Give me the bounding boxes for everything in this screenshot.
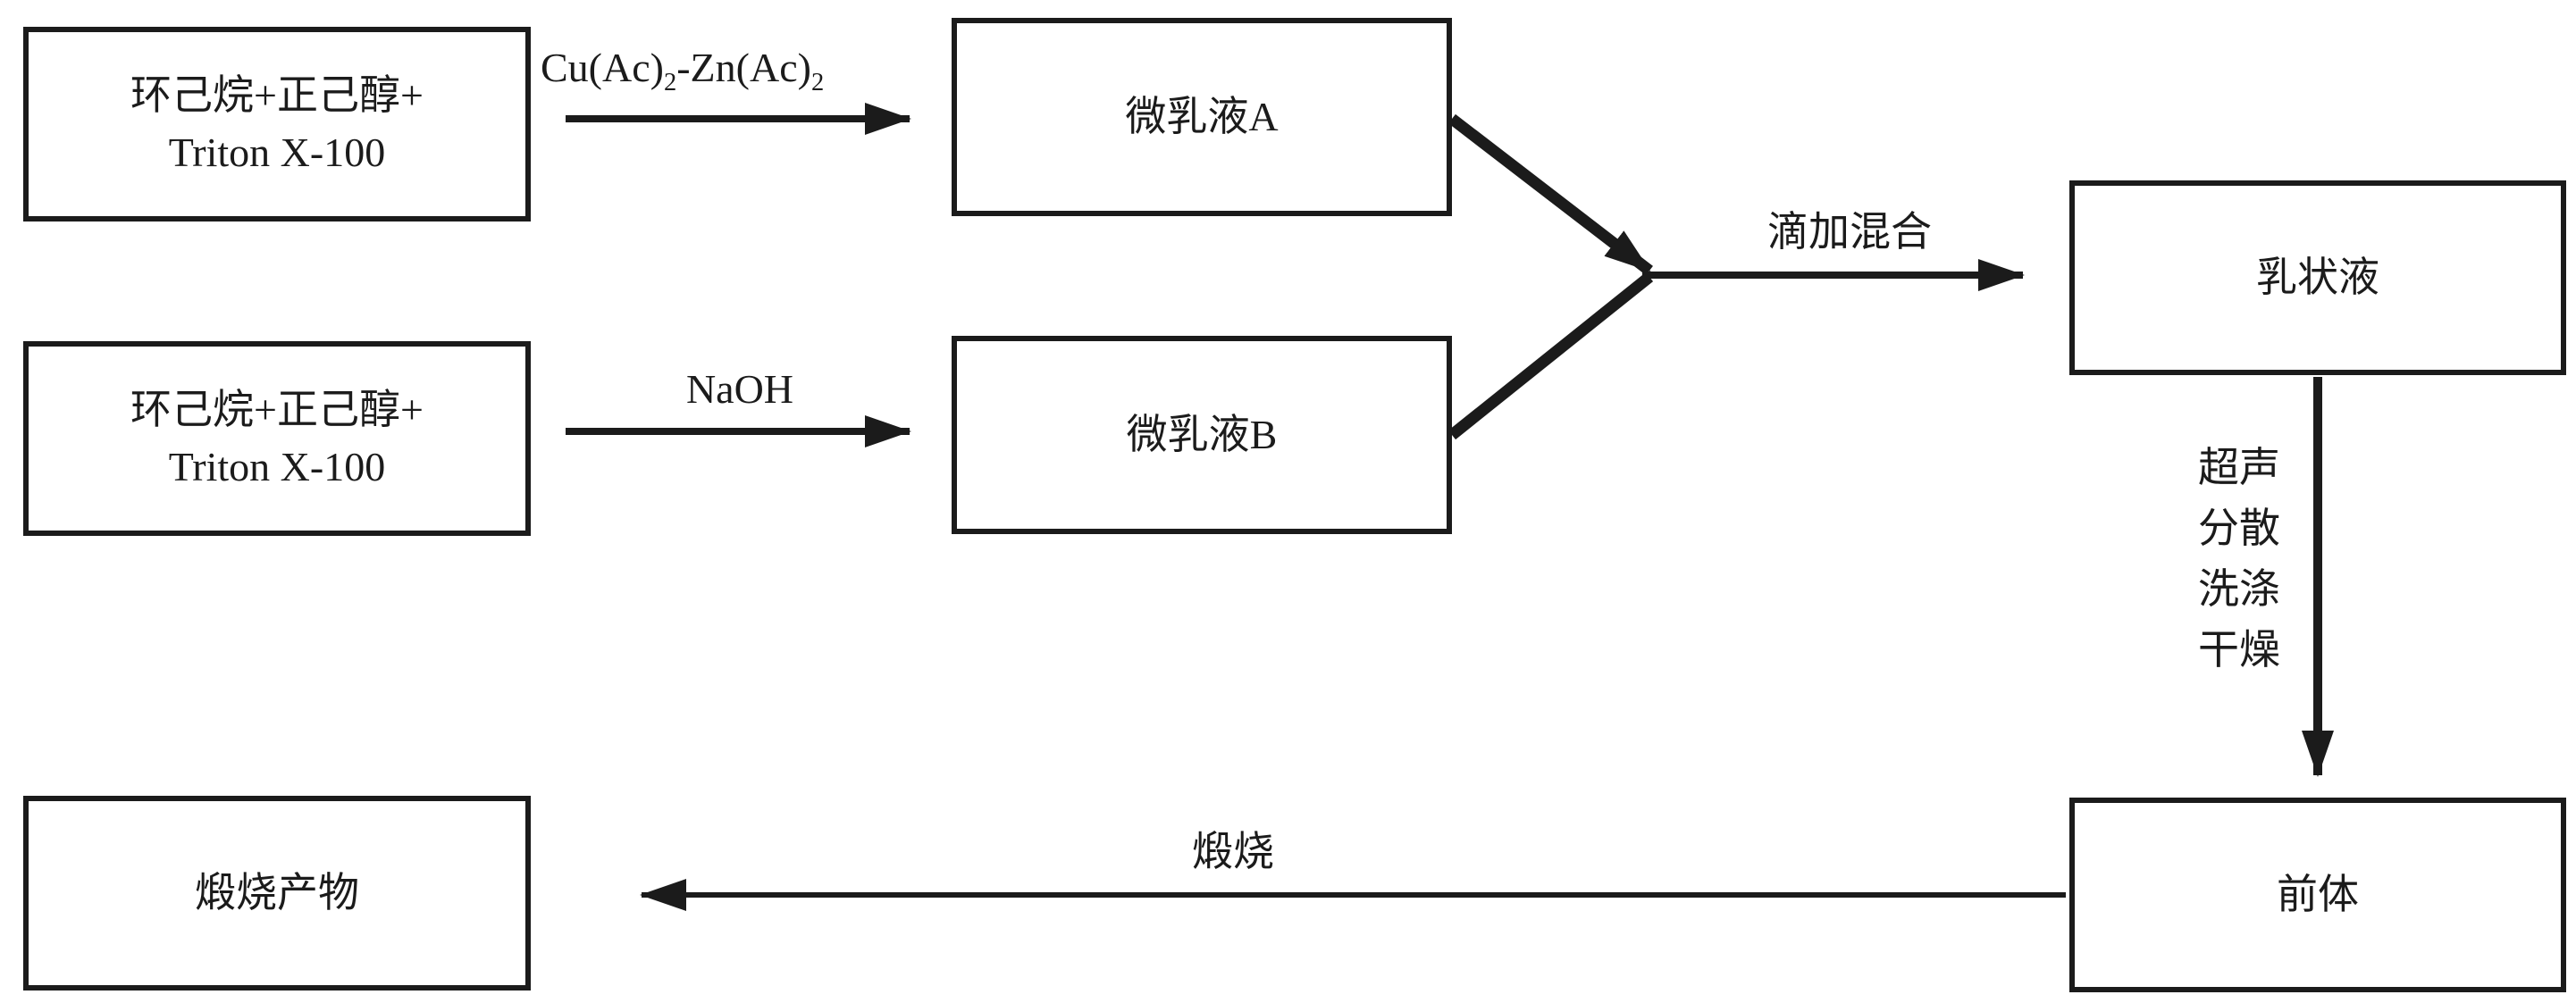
box-oil-phase-b: 环己烷+正己醇+ Triton X-100 bbox=[23, 341, 531, 536]
box-calcined-product-label: 煅烧产物 bbox=[195, 869, 359, 915]
label-cu-zn-part2: -Zn(Ac) bbox=[676, 45, 811, 90]
label-cu-zn-part1: Cu(Ac) bbox=[541, 45, 664, 90]
box-microemulsion-a-label: 微乳液A bbox=[1125, 93, 1279, 139]
label-naoh: NaOH bbox=[685, 366, 794, 412]
converge-line-from-a bbox=[1448, 113, 1653, 276]
box-precursor: 前体 bbox=[2069, 798, 2566, 992]
box-microemulsion-b-label: 微乳液B bbox=[1126, 411, 1278, 457]
label-dropwise-mix: 滴加混合 bbox=[1767, 209, 1932, 255]
box-precursor-label: 前体 bbox=[2277, 871, 2359, 917]
box-oil-phase-b-line2: Triton X-100 bbox=[168, 444, 386, 489]
box-oil-phase-a-line2: Triton X-100 bbox=[168, 130, 386, 175]
box-microemulsion-b: 微乳液B bbox=[952, 336, 1452, 534]
box-oil-phase-a-line1: 环己烷+正己醇+ bbox=[130, 71, 424, 118]
label-cu-zn-sub2: 2 bbox=[810, 69, 825, 97]
box-emulsion-label: 乳状液 bbox=[2256, 254, 2379, 300]
label-post-treatment: 超声 分散 洗涤 干燥 bbox=[2082, 438, 2280, 681]
label-calcination: 煅烧 bbox=[1192, 829, 1274, 874]
label-post-treatment-line2: 分散 bbox=[2198, 506, 2280, 551]
box-emulsion: 乳状液 bbox=[2069, 180, 2566, 375]
label-cu-zn-acetate: Cu(Ac)2-Zn(Ac)2 bbox=[541, 43, 824, 98]
box-oil-phase-b-line1: 环己烷+正己醇+ bbox=[130, 386, 424, 432]
label-post-treatment-line1: 超声 bbox=[2198, 445, 2280, 490]
box-calcined-product: 煅烧产物 bbox=[23, 796, 531, 990]
box-oil-phase-a: 环己烷+正己醇+ Triton X-100 bbox=[23, 27, 531, 221]
label-post-treatment-line3: 洗涤 bbox=[2198, 566, 2280, 612]
label-cu-zn-sub1: 2 bbox=[663, 69, 677, 97]
converge-line-from-b bbox=[1447, 272, 1654, 440]
label-post-treatment-line4: 干燥 bbox=[2198, 627, 2280, 673]
box-microemulsion-a: 微乳液A bbox=[952, 18, 1452, 216]
